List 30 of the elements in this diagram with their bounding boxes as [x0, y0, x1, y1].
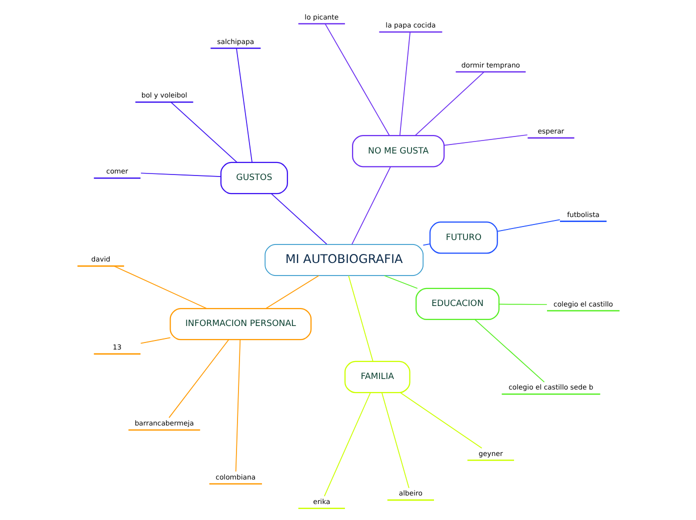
connector — [323, 392, 370, 497]
connector — [474, 319, 544, 382]
connector — [140, 172, 221, 178]
connector — [398, 32, 410, 136]
connector — [383, 275, 418, 289]
node-box: MI AUTOBIOGRAFIA — [264, 244, 424, 276]
connector — [414, 72, 484, 136]
connector — [140, 337, 170, 344]
connector — [270, 193, 327, 245]
connector — [443, 134, 528, 146]
connector — [234, 339, 240, 472]
connector — [236, 48, 252, 163]
node-box: FAMILIA — [344, 360, 410, 394]
node-box: GUSTOS — [220, 162, 288, 194]
connector — [113, 266, 206, 309]
connector — [350, 166, 390, 245]
connector — [170, 102, 237, 163]
connector — [324, 23, 390, 136]
node-box: INFORMACION PERSONAL — [169, 308, 312, 340]
connector — [380, 392, 409, 488]
connector — [496, 219, 560, 232]
connector — [348, 275, 373, 362]
node-box: EDUCACION — [415, 288, 500, 320]
connector — [498, 304, 547, 305]
connector — [422, 244, 430, 246]
connector — [399, 392, 482, 449]
connector — [168, 339, 229, 418]
connector — [265, 275, 319, 309]
node-box: NO ME GUSTA — [352, 135, 444, 168]
node-box: FUTURO — [428, 222, 498, 254]
